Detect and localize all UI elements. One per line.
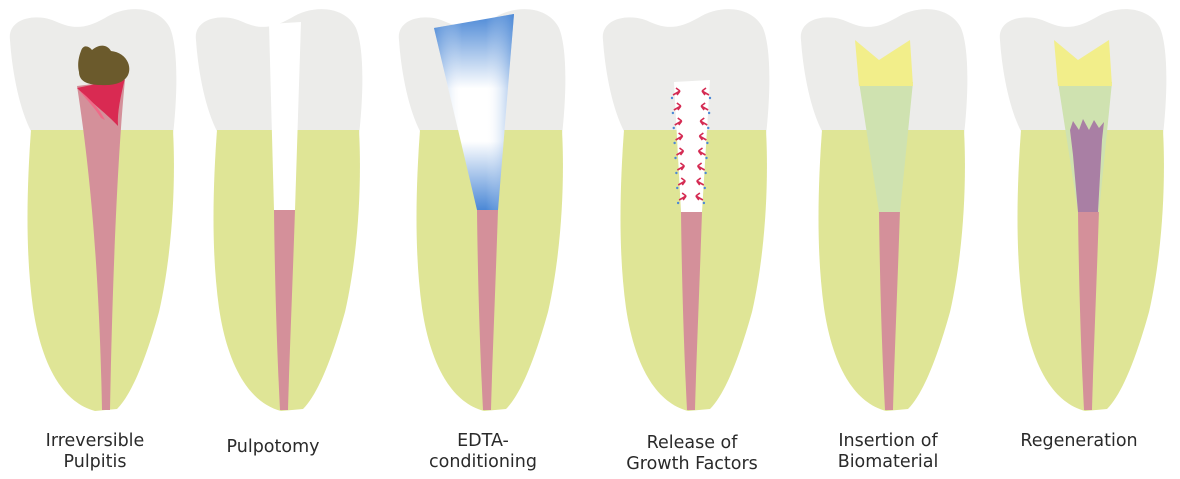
caption-line: Irreversible: [0, 431, 190, 452]
caption-line: Release of: [597, 433, 787, 454]
growth-factor-dot: [704, 172, 706, 174]
tooth-release-of-growth-factors: [603, 9, 770, 411]
caption-irreversible-pulpitis: Irreversible Pulpitis: [0, 431, 190, 473]
growth-factor-dot: [705, 157, 707, 159]
caption-insertion-of-biomaterial: Insertion of Biomaterial: [793, 431, 983, 473]
caption-release-of-growth-factors: Release of Growth Factors: [597, 433, 787, 475]
growth-factor-dot: [708, 112, 710, 114]
growth-factor-dot: [704, 187, 706, 189]
growth-factor-dot: [703, 202, 705, 204]
growth-factor-dot: [707, 127, 709, 129]
caption-line: Biomaterial: [793, 452, 983, 473]
growth-factor-dot: [706, 142, 708, 144]
growth-factor-dot: [677, 202, 679, 204]
caption-pulpotomy: Pulpotomy: [178, 437, 368, 458]
caption-line: conditioning: [388, 452, 578, 473]
caption-line: Pulpotomy: [178, 437, 368, 458]
tooth-insertion-of-biomaterial: [801, 9, 968, 411]
tooth-irreversible-pulpitis: [10, 9, 177, 411]
tooth-regeneration: [1000, 9, 1167, 411]
growth-factor-dot: [671, 97, 673, 99]
growth-factor-dot: [673, 127, 675, 129]
caption-line: Regeneration: [984, 431, 1174, 452]
tooth-pulpotomy: [196, 9, 363, 411]
caption-edta-conditioning: EDTA- conditioning: [388, 431, 578, 473]
growth-factor-dot: [709, 97, 711, 99]
growth-factor-dot: [672, 112, 674, 114]
caption-line: Pulpitis: [0, 452, 190, 473]
growth-factor-dot: [673, 142, 675, 144]
caption-line: Growth Factors: [597, 454, 787, 475]
caption-line: EDTA-: [388, 431, 578, 452]
growth-factor-dot: [675, 172, 677, 174]
growth-factor-dot: [674, 157, 676, 159]
growth-factor-dot: [676, 187, 678, 189]
caption-regeneration: Regeneration: [984, 431, 1174, 452]
caption-line: Insertion of: [793, 431, 983, 452]
tooth-edta-conditioning: [399, 9, 566, 411]
